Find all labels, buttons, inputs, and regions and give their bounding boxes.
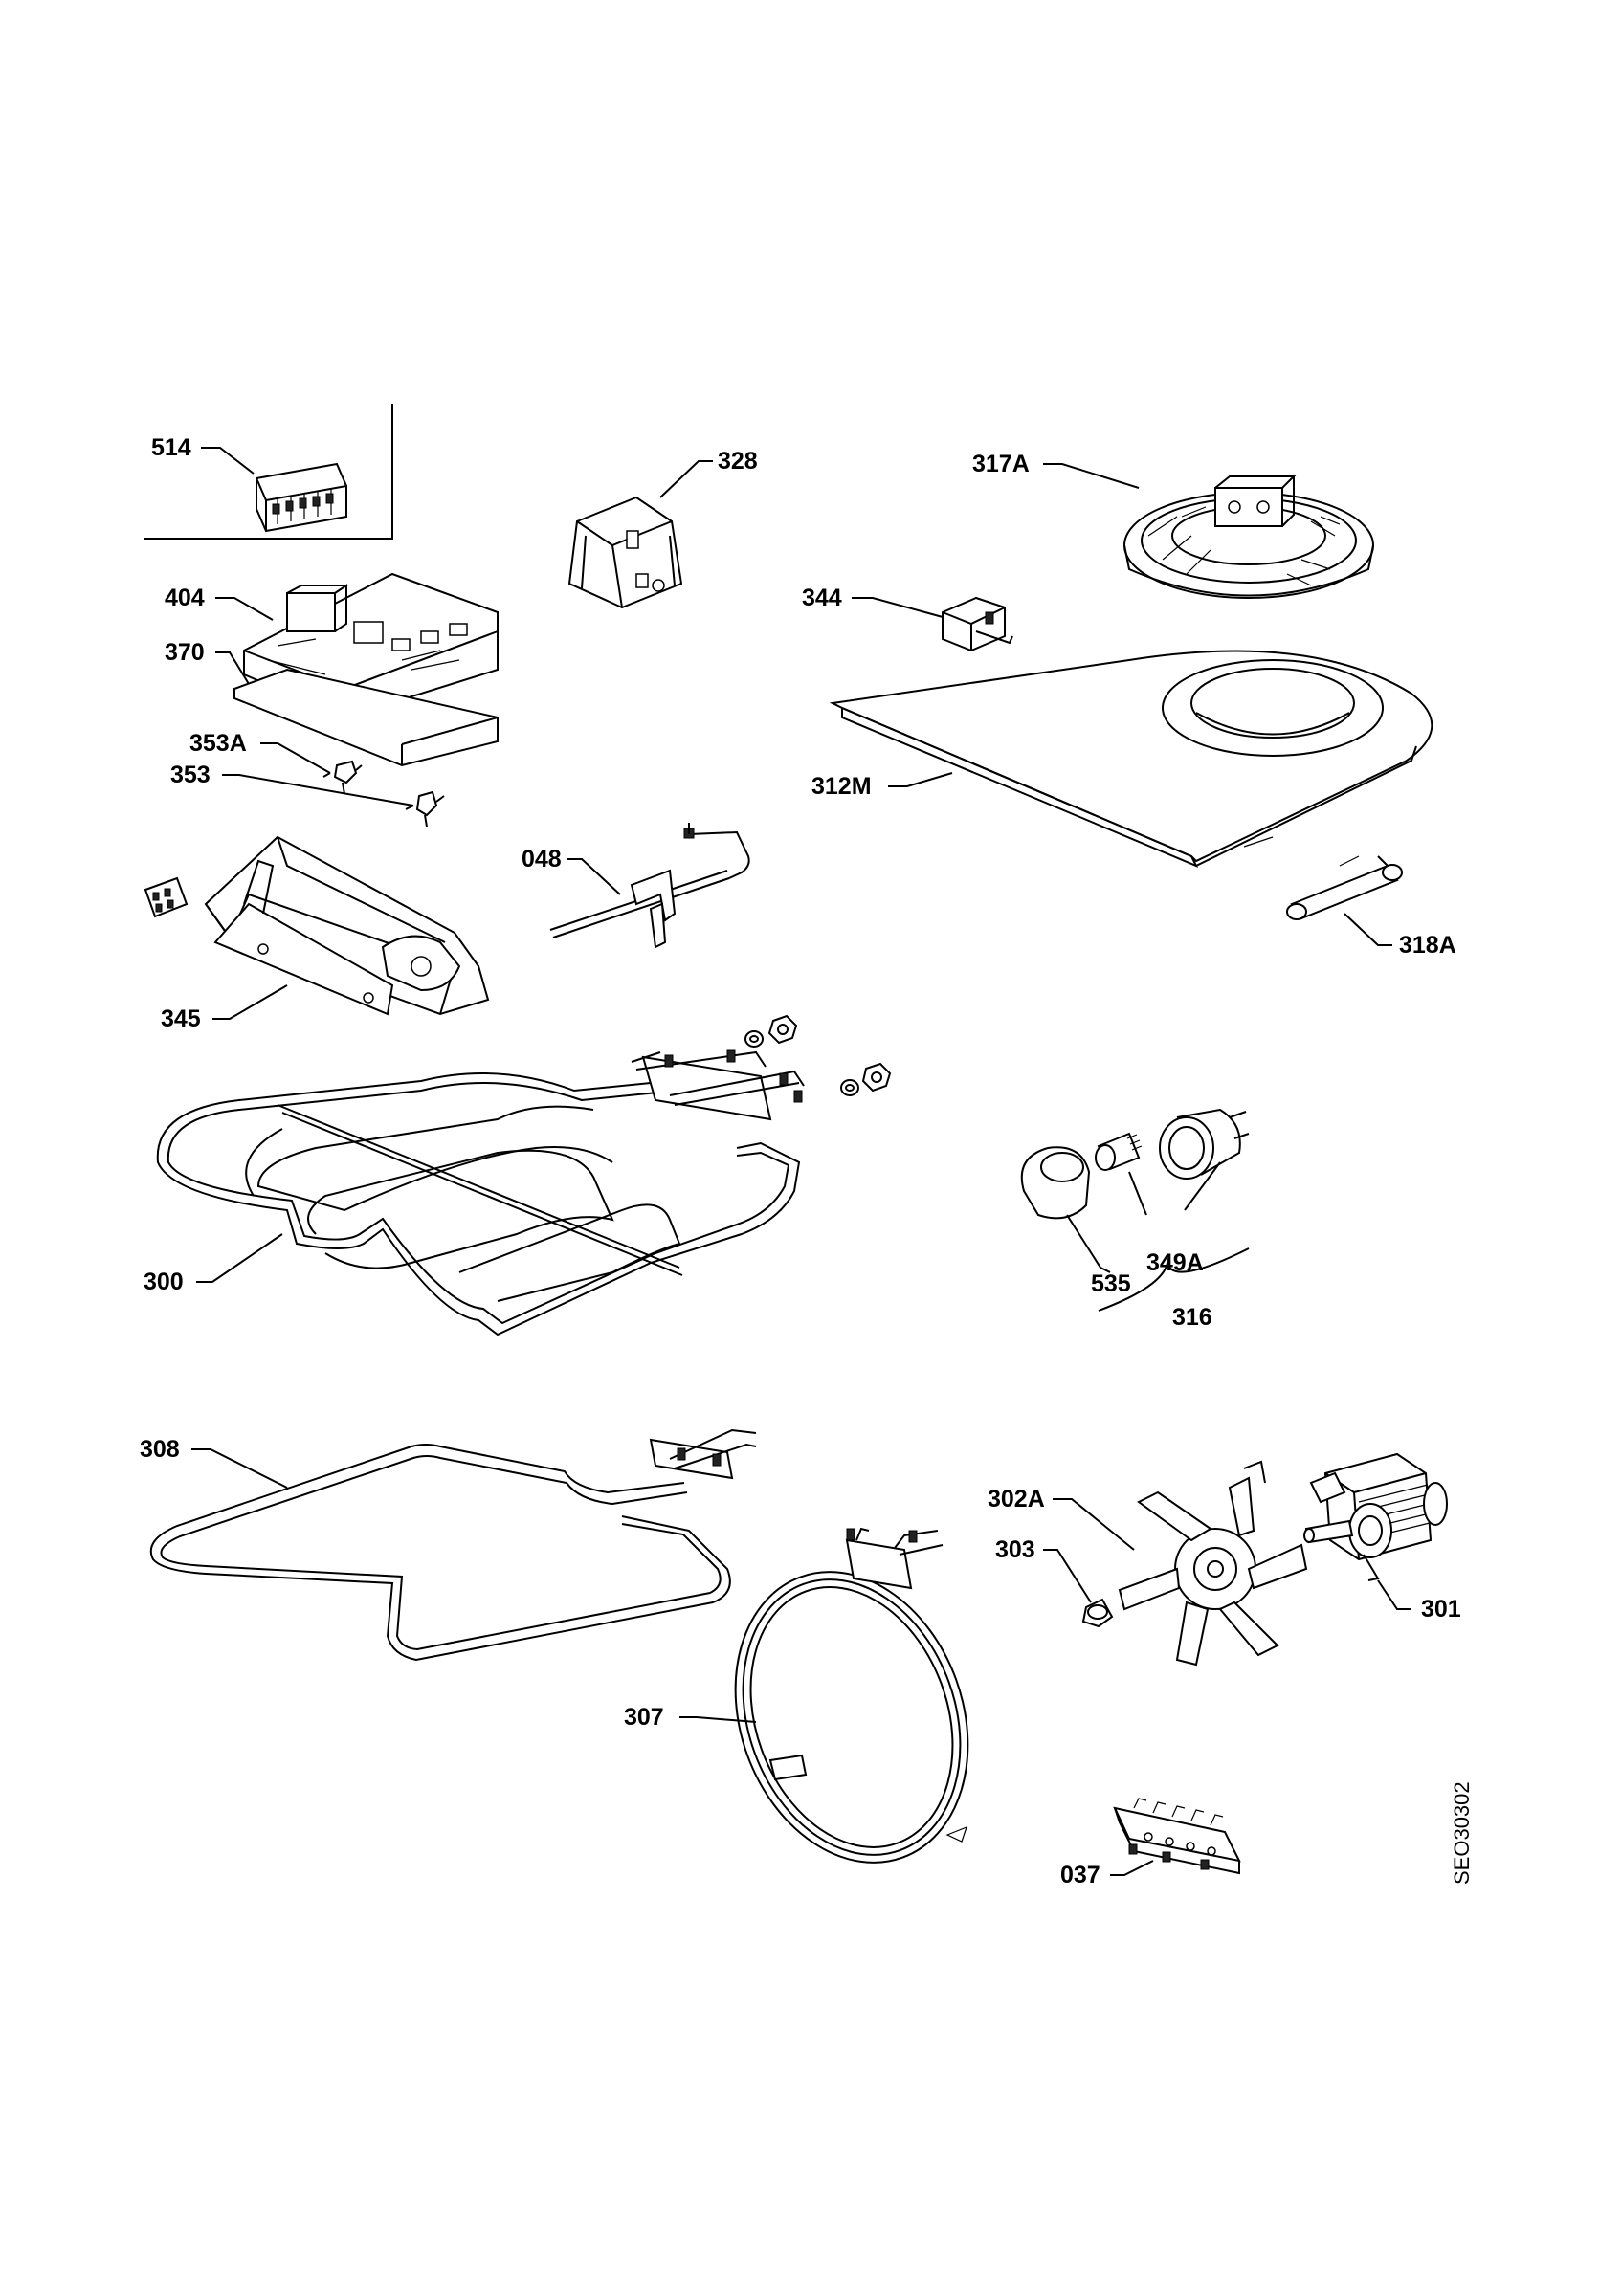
callout-353A: 353A	[189, 730, 247, 757]
callout-317A: 317A	[972, 451, 1030, 477]
callout-307: 307	[624, 1704, 664, 1731]
cap-303	[1081, 1598, 1114, 1628]
callout-316: 316	[1172, 1304, 1212, 1331]
clip-353A	[322, 760, 363, 795]
callout-303: 303	[995, 1536, 1035, 1563]
fan-motor-301	[1303, 1452, 1448, 1581]
group-brace-316	[1098, 1247, 1250, 1312]
callout-349A: 349A	[1146, 1249, 1204, 1276]
callout-345: 345	[161, 1005, 201, 1032]
callout-318A: 318A	[1399, 932, 1456, 959]
switch-328	[567, 496, 683, 609]
circular-element-307	[734, 1527, 969, 1864]
callout-353: 353	[170, 762, 211, 788]
callout-370: 370	[165, 639, 205, 666]
bracket-344	[942, 596, 1013, 652]
callout-300: 300	[144, 1269, 184, 1295]
bottom-element-308	[149, 1428, 757, 1662]
board-cover-370	[233, 668, 499, 767]
callout-037: 037	[1060, 1862, 1100, 1888]
drawing-code: SEO30302	[1450, 1781, 1474, 1885]
callout-514: 514	[151, 434, 191, 461]
inset-frame	[144, 404, 393, 540]
sensor-048	[549, 823, 750, 949]
lamp-holder-349A	[1159, 1108, 1250, 1180]
grill-element-300	[156, 1014, 892, 1336]
callout-328: 328	[718, 448, 758, 475]
callout-labels: 514 328 317A 404 370 344 353A 353 312M 0…	[140, 434, 1474, 1888]
callout-302A: 302A	[988, 1486, 1045, 1512]
callout-344: 344	[802, 585, 842, 611]
clip-353	[405, 790, 445, 828]
lamp-bulb-349A	[1095, 1132, 1143, 1171]
callout-301: 301	[1421, 1596, 1461, 1623]
door-lock-345	[144, 835, 490, 1016]
callout-535: 535	[1091, 1270, 1131, 1297]
pin-318A	[1286, 855, 1403, 920]
fan-blade-302A	[1118, 1460, 1308, 1667]
terminal-strip-037	[1113, 1798, 1241, 1875]
fan-cover-317A	[1123, 474, 1374, 599]
callout-404: 404	[165, 585, 205, 611]
fan-housing-312M	[829, 650, 1433, 868]
leader-lines	[191, 447, 1411, 1876]
callout-308: 308	[140, 1436, 180, 1463]
lamp-cover-535	[1020, 1146, 1091, 1220]
callout-048: 048	[522, 846, 562, 872]
callout-312M: 312M	[811, 773, 872, 800]
terminal-block-514	[256, 462, 347, 533]
